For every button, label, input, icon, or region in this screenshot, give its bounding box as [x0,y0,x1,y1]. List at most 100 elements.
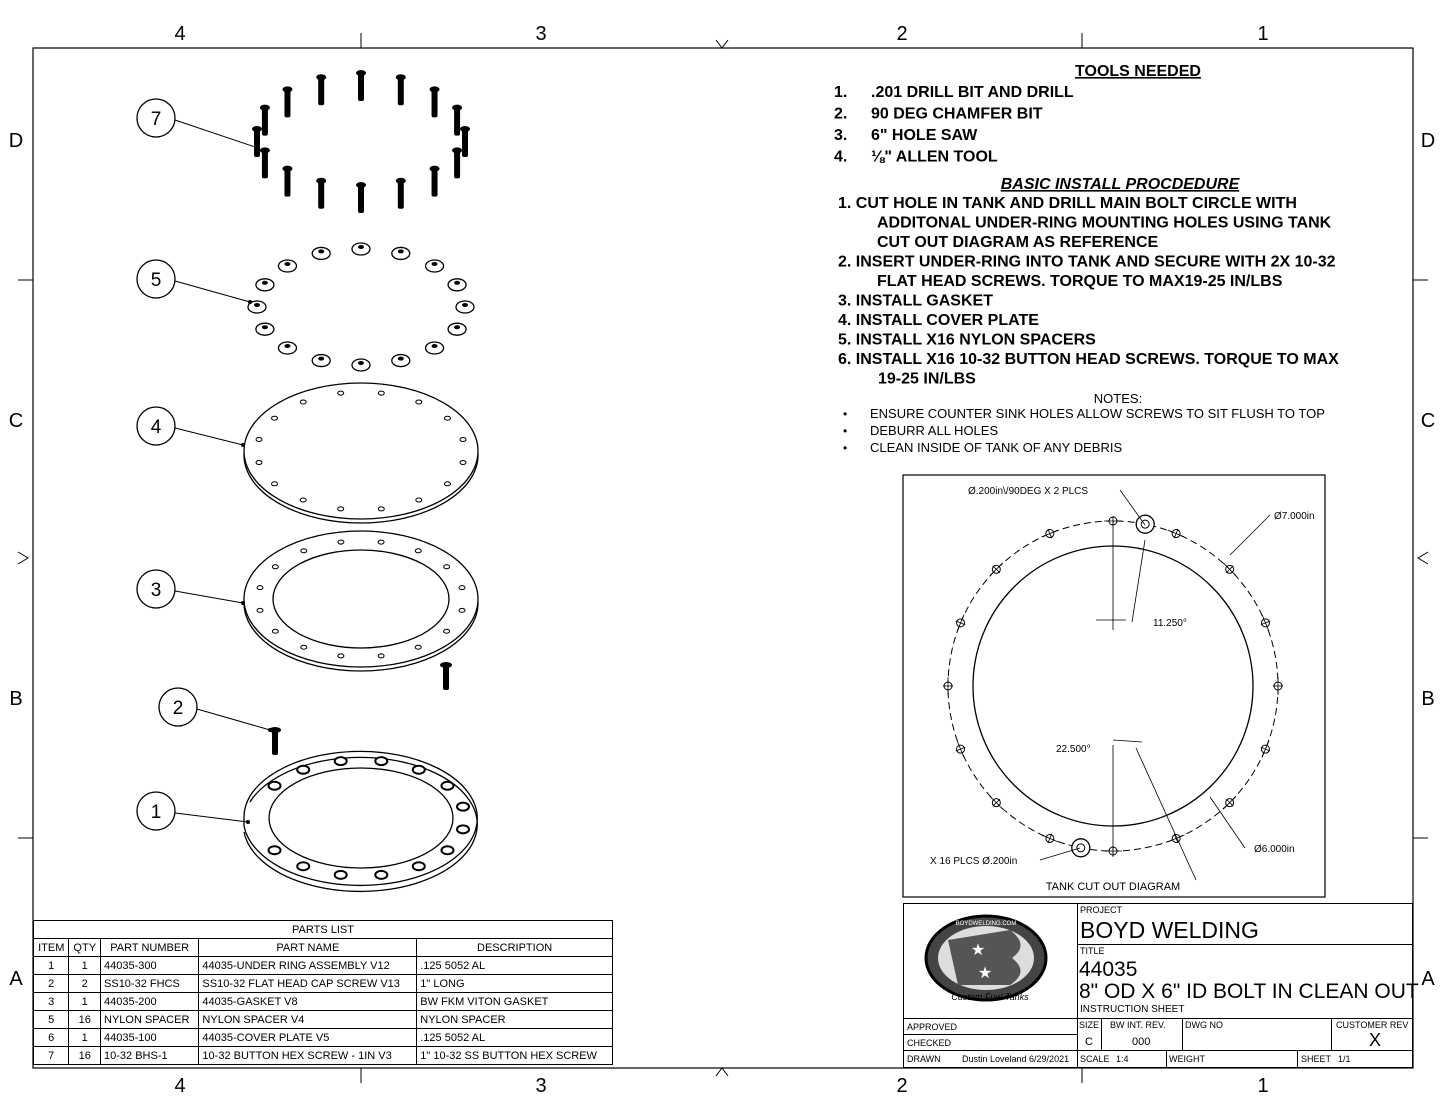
bolt-circle-dim: Ø7.000in [1274,511,1315,522]
parts-list-cell: .125 5052 AL [416,956,613,975]
tank-cutout-diagram: Ø.200in\/90DEG X 2 PLCS Ø7.000in 11.250°… [902,474,1326,898]
parts-list-cell: SS10-32 FHCS [100,974,200,993]
bolt-hole [414,548,422,554]
procedure-line: 1. CUT HOLE IN TANK AND DRILL MAIN BOLT … [838,195,1297,212]
customer-rev: X [1369,1030,1382,1050]
tool-number: 1. [834,84,847,101]
size-value: C [1085,1036,1093,1048]
threaded-insert [267,845,282,856]
threaded-insert [296,764,311,775]
tool-number: 2. [834,106,847,123]
parts-list-cell: 6 [32,1028,70,1047]
bolt-hole [300,548,308,554]
button-head-screws [252,70,470,213]
zone-col-bottom: 1 [1257,1075,1268,1097]
parts-list-cell: 10-32 BUTTON HEX SCREW - 1IN V3 [198,1046,418,1065]
button-head-screw [452,147,463,179]
cutout-caption: TANK CUT OUT DIAGRAM [1046,881,1180,893]
sheet-label: SHEET [1301,1054,1332,1064]
customer-rev-label: CUSTOMER REV [1336,1020,1409,1030]
inner-circle-dim: Ø6.000in [1254,844,1295,855]
zone-row-left: A [9,968,23,990]
parts-list-cell: 1 [68,992,102,1011]
parts-list-cell: NYLON SPACER [416,1010,613,1029]
zone-row-right: C [1421,410,1435,432]
bolt-hole-mark [1260,614,1271,632]
drawn-label: DRAWN [907,1054,941,1064]
project-cell: PROJECT BOYD WELDING [1077,903,1413,945]
threaded-insert [456,801,471,812]
tool-item: .201 DRILL BIT AND DRILL [871,84,1074,101]
holes-callout: X 16 PLCS Ø.200in [930,856,1017,867]
logo-cell [903,903,1078,1019]
scale-label: SCALE [1080,1054,1110,1064]
bolt-hole [271,628,279,634]
bolt-hole [459,436,467,442]
bolt-hole [458,607,466,613]
parts-list-header: PART NAME [198,938,418,957]
parts-list-cell: NYLON SPACER V4 [198,1010,418,1029]
tool-number: 4. [834,149,847,166]
install-procedure: BASIC INSTALL PROCDEDURE 1. CUT HOLE IN … [838,176,1339,388]
button-head-screw [282,86,293,118]
item-balloon: 5 [136,259,252,304]
zone-col-bottom: 3 [535,1075,546,1097]
procedure-line: FLAT HEAD SCREWS. TORQUE TO MAX19-25 IN/… [877,273,1283,290]
bolt-hole [271,564,279,570]
bolt-hole [458,585,466,591]
weight-label: WEIGHT [1169,1054,1205,1064]
bolt-hole [415,399,423,405]
parts-list-cell: 44035-100 [100,1028,200,1047]
procedure-line: 5. INSTALL X16 NYLON SPACERS [838,332,1096,349]
balloon-number: 7 [151,109,162,130]
bolt-hole [299,399,307,405]
bolt-hole-mark [1223,796,1237,810]
tool-item: 90 DEG CHAMFER BIT [871,106,1043,123]
threaded-insert [333,756,348,767]
bolt-hole-mark [1167,528,1185,539]
threaded-insert [296,861,311,872]
logo-script: Custom Fuel Tanks [951,992,1029,1002]
procedure-line: 4. INSTALL COVER PLATE [838,312,1039,329]
button-head-screw [259,104,270,136]
zone-markers: 4 3 2 1 4 3 2 1 D C B A D C B A [9,23,1436,1097]
zone-row-left: B [9,688,22,710]
zone-col-bottom: 2 [896,1075,907,1097]
bolt-hole [414,644,422,650]
scale-value: 1:4 [1116,1054,1129,1064]
item-balloon: 2 [158,687,272,732]
bolt-hole [271,481,279,487]
chamfer-hole-mark [1135,514,1155,534]
tool-number: 3. [834,127,847,144]
zone-row-left: D [9,130,23,152]
parts-list-cell: 44035-GASKET V8 [198,992,418,1011]
size-label: SIZE [1079,1020,1100,1030]
drawing-title: 8" OD X 6" ID BOLT IN CLEAN OUT [1079,980,1419,1003]
angle-dim-1: 11.250° [1153,618,1187,629]
bolt-hole [337,506,345,512]
bolt-hole [443,564,451,570]
item-balloon: 4 [136,406,245,447]
note-item: DEBURR ALL HOLES [870,423,998,438]
parts-list-cell: 44035-300 [100,956,200,975]
parts-list-cell: 16 [68,1046,102,1065]
tool-item: 6" HOLE SAW [871,127,978,144]
button-head-screw [452,104,463,136]
project-label: PROJECT [1080,905,1123,915]
bolt-hole-mark [989,796,1003,810]
parts-list-cell: 1 [68,1028,102,1047]
bullet: • [843,441,847,455]
bolt-hole [337,390,345,396]
balloon-number: 4 [151,417,162,438]
tools-needed: TOOLS NEEDED 1..201 DRILL BIT AND DRILL2… [834,63,1201,166]
item-balloon: 1 [136,791,250,831]
parts-list-header: DESCRIPTION [416,938,613,957]
approved-label: APPROVED [907,1022,958,1032]
bolt-hole [337,653,345,659]
checked-label: CHECKED [907,1038,952,1048]
